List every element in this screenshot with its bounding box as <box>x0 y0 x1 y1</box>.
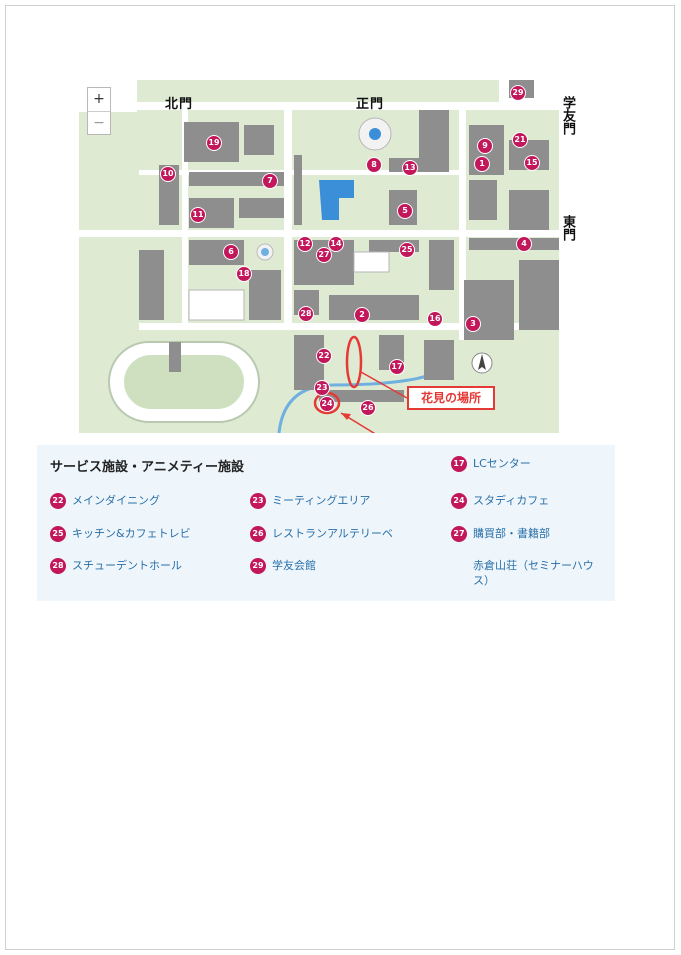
campus-map-graphic <box>79 80 559 433</box>
hanami-location-label: 花見の場所 <box>407 386 495 410</box>
zoom-in-button[interactable]: + <box>93 91 105 107</box>
map-marker-18[interactable]: 18 <box>236 266 252 282</box>
map-marker-1[interactable]: 1 <box>474 156 490 172</box>
map-marker-8[interactable]: 8 <box>366 157 382 173</box>
map-marker-11[interactable]: 11 <box>190 207 206 223</box>
campus-map[interactable] <box>79 80 579 433</box>
legend-item-label: キッチン&カフェトレビ <box>72 527 191 540</box>
legend-item[interactable]: 27 購買部・書籍部 <box>451 526 550 542</box>
legend-item-label: スチューデントホール <box>72 559 182 572</box>
map-marker-19[interactable]: 19 <box>206 135 222 151</box>
map-marker-12[interactable]: 12 <box>297 236 313 252</box>
map-marker-3[interactable]: 3 <box>465 316 481 332</box>
page-frame <box>5 5 675 950</box>
map-marker-24[interactable]: 24 <box>319 396 335 412</box>
map-marker-13[interactable]: 13 <box>402 160 418 176</box>
legend-marker: 26 <box>250 526 266 542</box>
gate-label-gakuyu: 学友門 <box>560 96 575 135</box>
legend-item[interactable]: 26 レストランアルテリーベ <box>250 526 393 542</box>
gate-label-north: 北門 <box>165 97 194 112</box>
legend-marker: 27 <box>451 526 467 542</box>
legend-item[interactable]: 23 ミーティングエリア <box>250 493 370 509</box>
map-marker-26[interactable]: 26 <box>360 400 376 416</box>
legend-marker: 29 <box>250 558 266 574</box>
map-marker-17[interactable]: 17 <box>389 359 405 375</box>
legend-title: サービス施設・アニメティー施設 <box>50 460 244 475</box>
map-marker-4[interactable]: 4 <box>516 236 532 252</box>
legend-item-label: 赤倉山荘（セミナーハウス） <box>473 559 594 587</box>
legend-item-label: ミーティングエリア <box>272 494 371 507</box>
map-marker-10[interactable]: 10 <box>160 166 176 182</box>
map-marker-16[interactable]: 16 <box>427 311 443 327</box>
gate-label-main: 正門 <box>356 97 385 112</box>
map-marker-9[interactable]: 9 <box>477 138 493 154</box>
legend-item-label: レストランアルテリーベ <box>272 527 393 540</box>
legend-item[interactable]: 22 メインダイニング <box>50 493 160 509</box>
map-marker-5[interactable]: 5 <box>397 203 413 219</box>
legend-marker: 24 <box>451 493 467 509</box>
legend-marker: 17 <box>451 456 467 472</box>
legend-marker: 25 <box>50 526 66 542</box>
map-marker-21[interactable]: 21 <box>512 132 528 148</box>
legend-marker: 22 <box>50 493 66 509</box>
map-marker-22[interactable]: 22 <box>316 348 332 364</box>
legend-item[interactable]: 28 スチューデントホール <box>50 558 182 574</box>
map-marker-7[interactable]: 7 <box>262 173 278 189</box>
map-zoom-control: + − <box>87 87 111 135</box>
legend-item-label: 学友会館 <box>272 559 316 572</box>
zoom-out-button[interactable]: − <box>88 111 110 135</box>
map-marker-15[interactable]: 15 <box>524 155 540 171</box>
map-marker-6[interactable]: 6 <box>223 244 239 260</box>
map-marker-27[interactable]: 27 <box>316 247 332 263</box>
facility-legend: サービス施設・アニメティー施設 17 LCセンター 22 メインダイニング 23… <box>37 445 615 601</box>
map-marker-28[interactable]: 28 <box>298 306 314 322</box>
legend-item[interactable]: 17 LCセンター <box>451 456 531 472</box>
legend-item[interactable]: 赤倉山荘（セミナーハウス） <box>451 558 603 588</box>
legend-item-label: LCセンター <box>473 457 531 470</box>
legend-item[interactable]: 25 キッチン&カフェトレビ <box>50 526 191 542</box>
map-marker-29[interactable]: 29 <box>510 85 526 101</box>
legend-item-label: スタディカフェ <box>473 494 550 507</box>
legend-item-label: 購買部・書籍部 <box>473 527 550 540</box>
legend-marker: 28 <box>50 558 66 574</box>
legend-item[interactable]: 24 スタディカフェ <box>451 493 549 509</box>
gate-label-east: 東門 <box>560 215 575 241</box>
map-marker-14[interactable]: 14 <box>328 236 344 252</box>
legend-item[interactable]: 29 学友会館 <box>250 558 316 574</box>
map-marker-2[interactable]: 2 <box>354 307 370 323</box>
legend-marker <box>451 558 467 574</box>
map-marker-25[interactable]: 25 <box>399 242 415 258</box>
legend-item-label: メインダイニング <box>72 494 160 507</box>
legend-marker: 23 <box>250 493 266 509</box>
map-marker-23[interactable]: 23 <box>314 380 330 396</box>
